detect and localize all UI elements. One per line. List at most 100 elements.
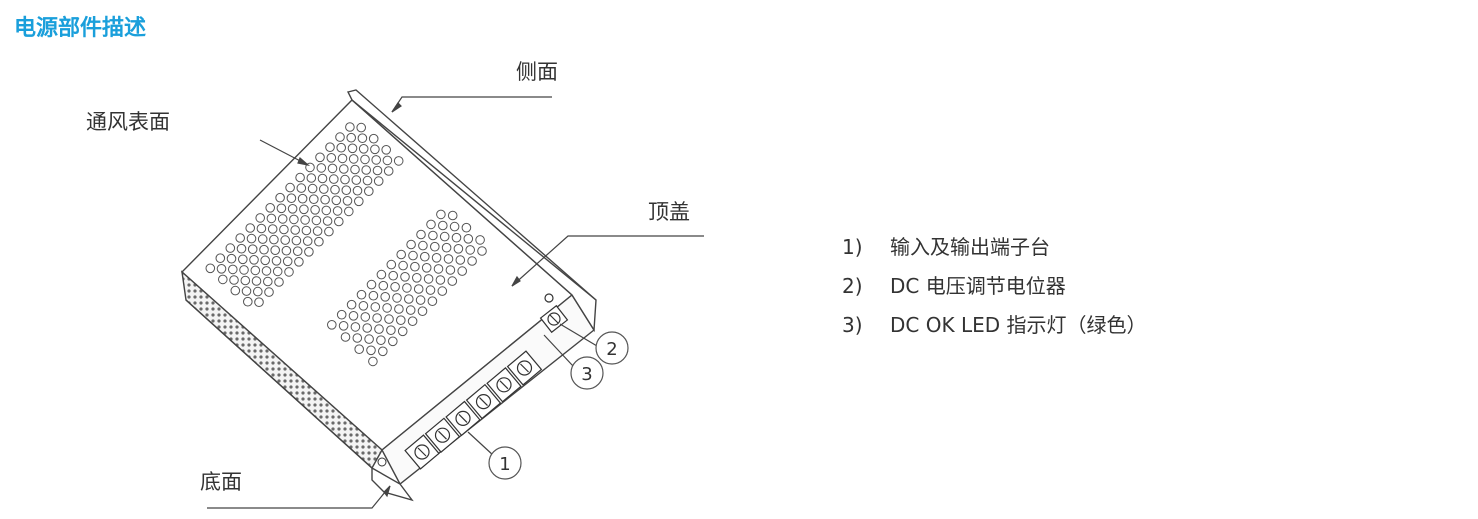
vent-hole	[276, 203, 287, 214]
vent-hole	[433, 264, 444, 274]
callout-vent: 通风表面	[86, 110, 170, 134]
vent-hole	[380, 292, 391, 302]
vent-hole	[350, 164, 360, 175]
vent-hole	[263, 276, 273, 287]
vent-hole	[465, 245, 476, 255]
vent-hole	[374, 324, 384, 334]
vent-hole	[243, 296, 253, 307]
vent-hole	[306, 173, 317, 183]
vent-hole	[327, 163, 338, 174]
vent-hole	[439, 231, 450, 242]
vent-hole	[394, 304, 404, 314]
vent-hole	[360, 312, 371, 322]
vent-hole	[247, 244, 258, 254]
vent-hole	[302, 236, 313, 246]
vent-hole	[376, 335, 386, 346]
vent-hole	[310, 205, 320, 215]
vent-hole	[350, 322, 361, 332]
vent-hole	[218, 274, 228, 285]
vent-hole	[249, 254, 259, 265]
screw-slot	[499, 380, 509, 390]
vent-hole	[261, 266, 272, 276]
vent-hole	[292, 246, 303, 256]
vent-hole	[281, 245, 292, 256]
mount-screw	[377, 457, 387, 467]
vent-hole	[348, 154, 359, 164]
vent-hole	[354, 196, 364, 207]
vent-hole	[352, 185, 363, 196]
vent-hole	[264, 287, 274, 297]
vent-hole	[294, 257, 304, 267]
vent-hole	[445, 265, 456, 275]
marker-3: 3	[570, 356, 604, 390]
vent-hole	[297, 193, 308, 204]
vent-hole	[296, 183, 307, 193]
vent-hole	[372, 165, 383, 176]
vent-hole	[370, 302, 381, 312]
vent-hole	[475, 235, 485, 245]
vent-hole	[226, 253, 237, 264]
screw-slot	[520, 363, 529, 373]
vent-hole	[215, 253, 226, 264]
list-item-number: 1)	[842, 235, 863, 259]
vent-hole	[441, 242, 452, 253]
vent-hole	[320, 194, 330, 205]
vent-hole	[311, 215, 322, 226]
vent-hole	[245, 223, 255, 233]
vent-hole	[236, 243, 247, 254]
vent-hole	[287, 204, 298, 214]
led-indicator	[544, 293, 554, 303]
vent-hole	[371, 155, 382, 165]
screw-slot	[438, 430, 447, 440]
vent-hole	[346, 299, 357, 310]
component-list: 1) 输入及输出端子台 2) DC 电压调节电位器 3) DC OK LED 指…	[842, 228, 1146, 345]
vent-hole	[284, 267, 294, 277]
vent-hole	[339, 164, 349, 174]
vent-hole	[396, 249, 407, 260]
vent-hole	[240, 275, 251, 286]
vent-hole	[229, 275, 239, 285]
vent-hole	[277, 214, 288, 224]
vent-hole	[354, 344, 365, 355]
vent-hole	[290, 225, 301, 235]
vent-hole	[356, 122, 367, 133]
vent-hole	[274, 277, 284, 287]
vent-hole	[286, 193, 297, 203]
screw-slot	[479, 397, 488, 407]
list-item: 1) 输入及输出端子台	[842, 228, 1146, 267]
list-item: 3) DC OK LED 指示灯（绿色）	[842, 306, 1146, 345]
vent-hole	[260, 255, 271, 266]
vent-hole	[251, 276, 262, 286]
vent-hole	[362, 175, 373, 186]
vent-hole	[337, 153, 348, 164]
vent-hole	[400, 272, 410, 282]
vent-hole	[230, 285, 241, 296]
vent-hole	[461, 222, 472, 233]
vent-hole	[205, 263, 216, 274]
vent-hole	[216, 264, 227, 274]
vent-hole	[291, 235, 302, 246]
vent-hole	[289, 214, 299, 225]
vent-hole	[390, 282, 400, 292]
vent-hole	[451, 232, 462, 243]
vent-hole	[382, 155, 393, 166]
vent-hole	[314, 236, 324, 247]
vent-hole	[381, 145, 392, 155]
vent-hole	[317, 173, 328, 184]
vent-hole	[362, 323, 373, 333]
vent-hole	[398, 260, 408, 271]
list-item-text: DC 电压调节电位器	[890, 274, 1066, 298]
vent-hole	[426, 219, 436, 230]
vent-hole	[373, 176, 384, 186]
vent-hole	[235, 233, 245, 243]
vent-hole	[431, 252, 442, 263]
vent-hole	[269, 234, 279, 245]
svg-text:3: 3	[581, 364, 592, 385]
vent-hole	[315, 152, 325, 163]
vent-hole	[254, 297, 264, 308]
list-item-number: 3)	[842, 313, 863, 337]
vent-hole	[418, 240, 428, 251]
vent-hole	[392, 293, 402, 303]
vent-hole	[388, 270, 399, 281]
